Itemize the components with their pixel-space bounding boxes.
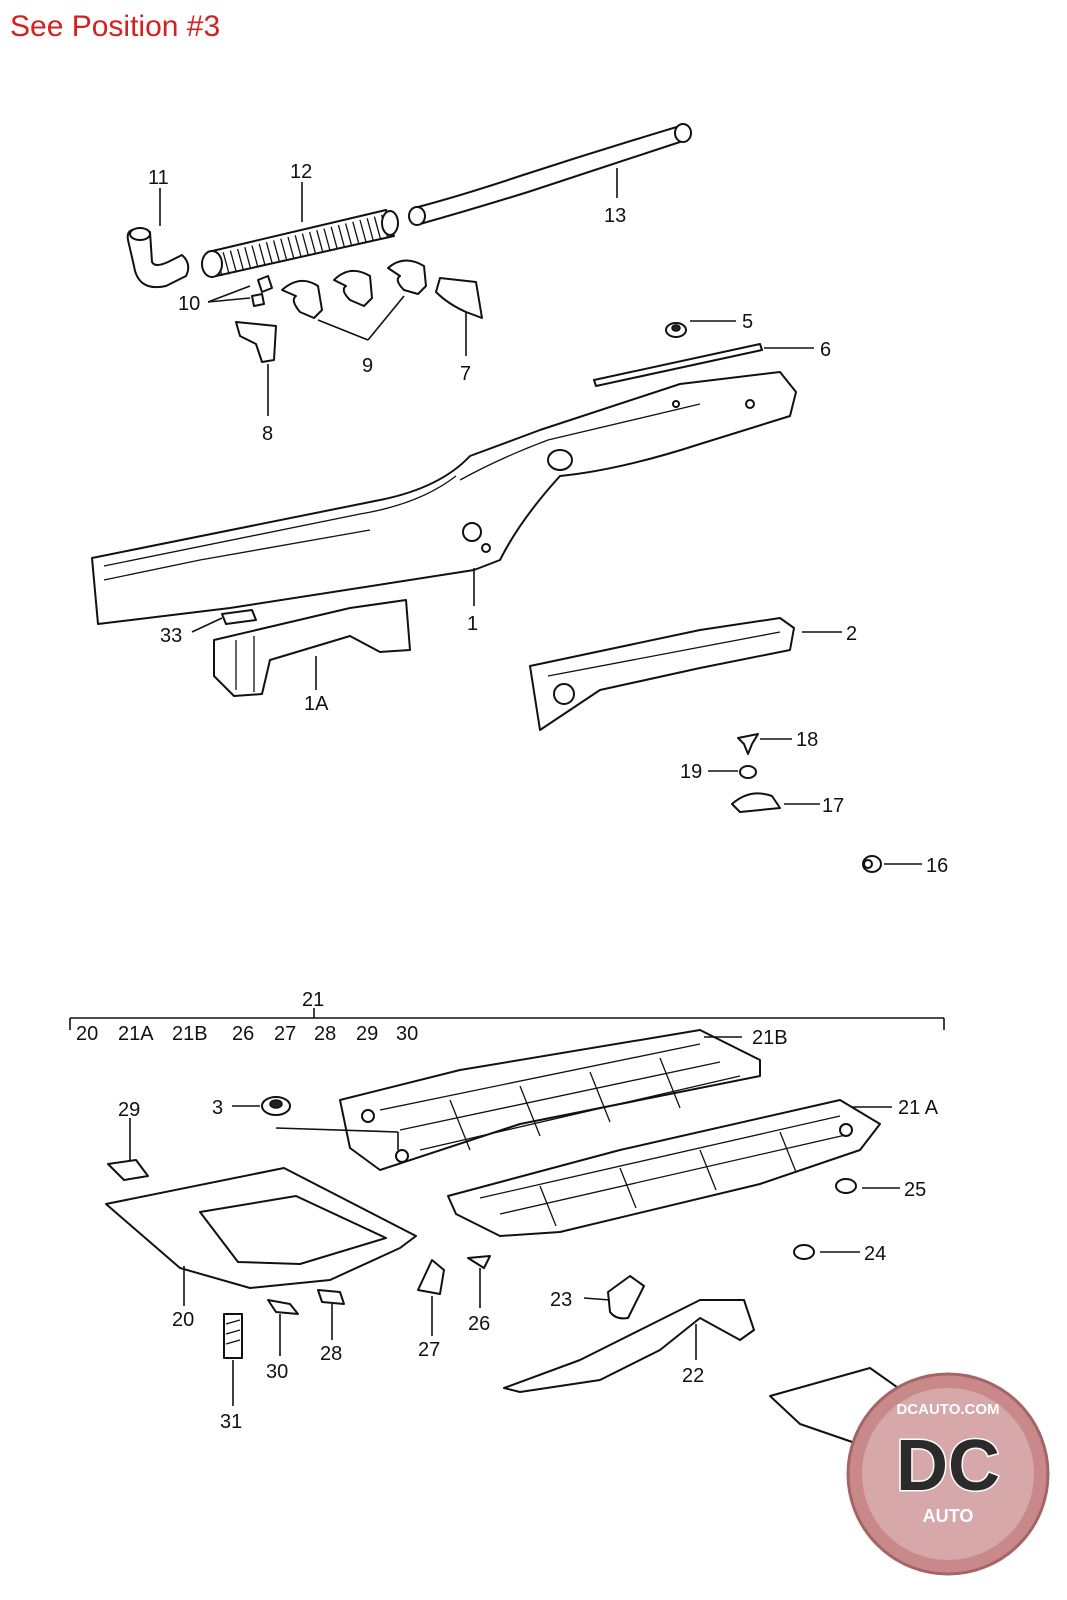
part-22-rail [503,1299,755,1393]
group-21-item: 28 [314,1023,336,1045]
part-31-bolt [223,1313,243,1359]
group-21-item: 20 [76,1023,98,1045]
part-1a-bracket [213,599,411,697]
part-26-clip [467,1255,491,1269]
callout-21b: 21B [752,1027,788,1049]
part-2-rail [529,617,795,731]
callout-labels: 11 12 13 10 9 7 8 5 6 1 33 1A 2 18 19 17… [76,161,968,1433]
part-18-screw [737,733,759,755]
callout-23: 23 [550,1289,572,1311]
callout-22: 22 [682,1365,704,1387]
part-30-clip [267,1299,299,1315]
part-27-bracket [417,1259,445,1295]
part-7-bracket [435,277,483,319]
callout-17: 17 [822,795,844,817]
callout-13: 13 [604,205,626,227]
group-21-item: 21A [118,1023,154,1045]
callout-5: 5 [742,311,753,333]
part-6-strip [593,343,763,387]
part-12-bellows [201,209,399,278]
callout-33: 33 [160,625,182,647]
callout-12: 12 [290,161,312,183]
part-28-clip [317,1289,345,1305]
part-19-nut [739,765,757,779]
logo-word: AUTO [923,1506,974,1526]
part-16-plug [862,855,882,873]
callout-3: 3 [212,1097,223,1119]
callout-1a: 1A [304,693,329,715]
callout-19: 19 [680,761,702,783]
top-leaders [159,168,922,865]
see-position-note: See Position #3 [10,10,221,43]
part-33-plate [221,609,257,625]
part-17-cap [731,792,781,813]
callout-27: 27 [418,1339,440,1361]
part-23-bracket [607,1275,645,1320]
logo-domain: DCAUTO.COM [896,1401,999,1418]
callout-31: 31 [220,1411,242,1433]
group-21-items: 20 21A 21B 26 27 28 29 30 [76,1023,418,1045]
callout-8: 8 [262,423,273,445]
callout-18: 18 [796,729,818,751]
part-21b-panel [339,1029,761,1171]
callout-2: 2 [846,623,857,645]
callout-21: 21 [302,989,324,1011]
part-13-tube [408,123,692,226]
part-21a-panel [447,1099,881,1237]
callout-21a: 21 A [898,1097,939,1119]
logo-mark: DC [896,1426,1000,1506]
part-29-clip [107,1159,149,1181]
group-21-item: 27 [274,1023,296,1045]
part-1-tunnel [91,371,797,625]
part-11-hose-elbow [126,227,190,288]
callout-7: 7 [460,363,471,385]
callout-1: 1 [467,613,478,635]
part-3-grommet [261,1096,399,1150]
callout-20: 20 [172,1309,194,1331]
callout-25: 25 [904,1179,926,1201]
callout-24: 24 [864,1243,886,1265]
part-9-clamps [281,259,427,319]
group-21-bracket [69,1008,945,1030]
callout-16: 16 [926,855,948,877]
callout-6: 6 [820,339,831,361]
part-20-tray [105,1167,417,1289]
part-8-bracket [235,321,277,363]
callout-9: 9 [362,355,373,377]
part-5-grommet [665,322,687,338]
callout-10: 10 [178,293,200,315]
bottom-leaders [129,1036,944,1406]
dcauto-logo: DCAUTO.COM DC AUTO [846,1372,1050,1576]
group-21-item: 21B [172,1023,208,1045]
callout-30: 30 [266,1361,288,1383]
callout-11: 11 [148,167,169,189]
part-10-clips [251,275,273,307]
group-21-item: 26 [232,1023,254,1045]
part-24-nut [793,1244,815,1260]
group-21-item: 30 [396,1023,418,1045]
callout-29: 29 [118,1099,140,1121]
part-25-nut [835,1178,857,1194]
callout-26: 26 [468,1313,490,1335]
group-21-item: 29 [356,1023,378,1045]
callout-28: 28 [320,1343,342,1365]
